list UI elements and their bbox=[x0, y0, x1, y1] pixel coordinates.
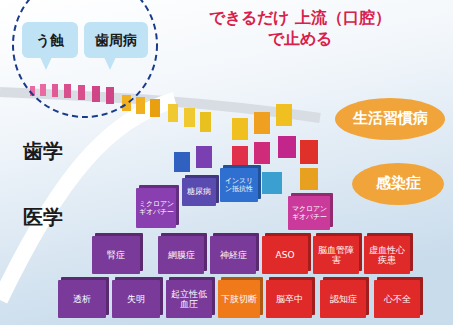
node-text: 神経症 bbox=[220, 250, 247, 260]
node-text: 起立性低血圧 bbox=[168, 289, 210, 310]
small-dominoes bbox=[30, 84, 318, 194]
node-text: 下肢切断 bbox=[221, 294, 257, 304]
node-text: ASO bbox=[276, 250, 295, 260]
domino-block: ミクロアンギオパチー bbox=[136, 188, 176, 228]
category-ellipse: 感染症 bbox=[352, 163, 444, 205]
domino-block: 認知症 bbox=[320, 280, 366, 318]
node-text: 生活習慣病 bbox=[353, 110, 428, 127]
domino-block: 脳卒中 bbox=[266, 280, 312, 318]
domino-block: 下肢切断 bbox=[218, 280, 260, 318]
node-text: 感染症 bbox=[376, 175, 421, 192]
node-text: インスリン抵抗性 bbox=[222, 177, 256, 193]
node-text: 認知症 bbox=[330, 294, 357, 304]
field-label: 歯学 bbox=[18, 138, 68, 164]
node-text: 歯周病 bbox=[95, 32, 137, 48]
node-text: 虚血性心疾患 bbox=[366, 245, 408, 266]
ribbon bbox=[0, 92, 320, 118]
domino-block: 透析 bbox=[58, 280, 106, 318]
domino-block: 心不全 bbox=[374, 280, 420, 318]
node-text: ミクロアンギオパチー bbox=[138, 200, 174, 216]
domino-block: 糖尿病 bbox=[182, 178, 216, 206]
bubble-tail bbox=[104, 57, 116, 70]
node-text: う蝕 bbox=[36, 32, 64, 48]
node-text: 透析 bbox=[73, 294, 91, 304]
node-text: 腎症 bbox=[107, 250, 125, 260]
wave-band bbox=[0, 100, 175, 300]
domino-block: 失明 bbox=[112, 280, 160, 318]
category-ellipse: 生活習慣病 bbox=[335, 98, 445, 140]
field-label: 医学 bbox=[18, 204, 68, 230]
node-text: 網膜症 bbox=[168, 250, 195, 260]
speech-bubble: う蝕 bbox=[22, 22, 78, 58]
bubble-tail bbox=[40, 57, 52, 70]
node-text: 脳血管障害 bbox=[315, 245, 357, 266]
slogan: できるだけ 上流（口腔）で止める bbox=[205, 8, 395, 50]
domino-block: インスリン抵抗性 bbox=[220, 168, 258, 202]
node-text: 失明 bbox=[127, 294, 145, 304]
domino-block: マクロアンギオパチー bbox=[288, 196, 330, 230]
domino-block: 神経症 bbox=[210, 236, 256, 274]
dashed-circle bbox=[13, 0, 157, 117]
node-text: マクロアンギオパチー bbox=[290, 205, 328, 221]
node-text: 脳卒中 bbox=[276, 294, 303, 304]
speech-bubble: 歯周病 bbox=[84, 22, 148, 58]
domino-block: 腎症 bbox=[92, 236, 140, 274]
node-text: 心不全 bbox=[384, 294, 411, 304]
node-text: 糖尿病 bbox=[187, 187, 211, 196]
domino-block: 脳血管障害 bbox=[313, 236, 359, 274]
domino-block: 起立性低血圧 bbox=[166, 280, 212, 318]
domino-block: 網膜症 bbox=[158, 236, 204, 274]
domino-block: ASO bbox=[262, 236, 308, 274]
domino-block: 虚血性心疾患 bbox=[364, 236, 410, 274]
